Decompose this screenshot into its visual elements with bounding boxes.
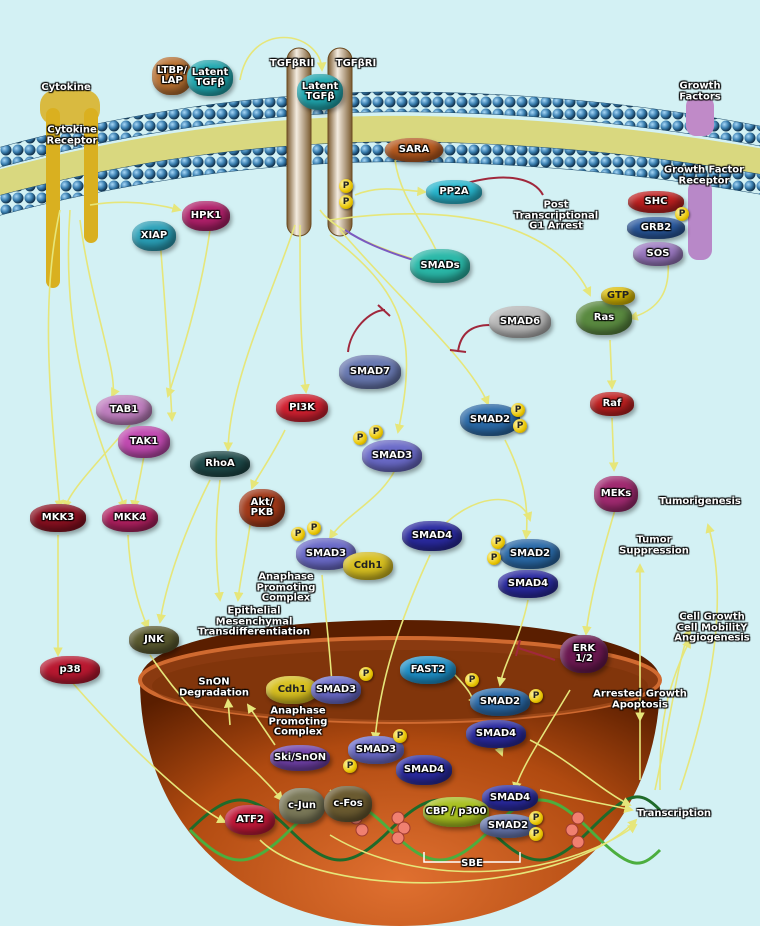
tab1: TAB1 — [96, 395, 152, 425]
smad7: SMAD7 — [339, 355, 401, 389]
growth-factors-label: Growth Factors — [679, 80, 721, 102]
mkk3: MKK3 — [30, 504, 86, 532]
snon-degradation-label: SnON Degradation — [178, 676, 250, 698]
sara: SARA — [385, 138, 443, 162]
tumor-suppression-label: Tumor Suppression — [619, 534, 689, 556]
smad3-cytoplasm: SMAD3 — [362, 440, 422, 472]
phospho-smad2n-b: P — [529, 689, 543, 703]
phospho-smad3-b: P — [369, 425, 383, 439]
grb2: GRB2 — [627, 217, 685, 239]
ski-snon: Ski/SnON — [270, 745, 330, 771]
smad4-nucleus-b: SMAD4 — [396, 755, 452, 785]
akt-pkb: Akt/ PKB — [239, 489, 285, 527]
hpk1: HPK1 — [182, 201, 230, 231]
phospho-smad3n2-a: P — [393, 729, 407, 743]
phospho-smad2-a: P — [511, 403, 525, 417]
smad2-cytoplasm: SMAD2 — [460, 404, 520, 436]
phospho-receptor-2: P — [339, 195, 353, 209]
smad4-dna: SMAD4 — [482, 785, 538, 811]
atf2: ATF2 — [225, 805, 275, 835]
rhoa: RhoA — [190, 451, 250, 477]
growth-factor-receptor-label: Growth Factor Receptor — [663, 164, 745, 186]
phospho-smad3n2-b: P — [343, 759, 357, 773]
smad3-nucleus: SMAD3 — [311, 676, 361, 704]
cdh1-nucleus: Cdh1 — [266, 676, 318, 704]
smads: SMADs — [410, 249, 470, 283]
tak1: TAK1 — [118, 426, 170, 458]
anaphase-promoting-complex-cyt-label: Anaphase Promoting Complex — [256, 571, 316, 604]
phospho-smad2c-b: P — [487, 551, 501, 565]
smad4-complex: SMAD4 — [498, 570, 558, 598]
sbe-bracket — [423, 852, 521, 863]
gtp: GTP — [601, 287, 635, 305]
smad4-nucleus-a: SMAD4 — [466, 720, 526, 748]
cytokine-receptor-shape — [40, 90, 100, 288]
cytokine-receptor-label: Cytokine Receptor — [46, 124, 98, 146]
jnk: JNK — [129, 626, 179, 654]
erk-1-2: ERK 1/2 — [560, 635, 608, 673]
ras: Ras — [576, 301, 632, 335]
phospho-smad2n-a: P — [465, 673, 479, 687]
ltbp-lap: LTBP/ LAP — [152, 57, 192, 95]
cbp-p300: CBP / p300 — [423, 797, 489, 827]
meks: MEKs — [594, 476, 638, 512]
cytokine-label: Cytokine — [41, 81, 91, 93]
arrested-growth-apoptosis-label: Arrested Growth Apoptosis — [593, 688, 687, 710]
shc: SHC — [628, 191, 684, 213]
sos: SOS — [633, 242, 683, 266]
smad2-nucleus: SMAD2 — [470, 688, 530, 716]
latent-tgf-beta-ligand: Latent TGFβ — [187, 60, 233, 96]
xiap: XIAP — [132, 221, 176, 251]
smad4-cytoplasm: SMAD4 — [402, 521, 462, 551]
emt-label: Epithelial Mesenchymal Transdifferentiat… — [198, 605, 310, 638]
sbe-label: SBE — [461, 857, 483, 869]
phospho-shc: P — [675, 207, 689, 221]
growth-mobility-angiogenesis-label: Cell Growth Cell MobilitY Angiogenesis — [674, 611, 750, 644]
mkk4: MKK4 — [102, 504, 158, 532]
latent-tgf-beta-bound: Latent TGFβ — [297, 74, 343, 110]
phospho-smad3n: P — [359, 667, 373, 681]
pi3k: PI3K — [276, 394, 328, 422]
phospho-smad2-b: P — [513, 419, 527, 433]
phospho-smad3c-b: P — [307, 521, 321, 535]
phospho-smad3c-a: P — [291, 527, 305, 541]
c-jun: c-Jun — [279, 788, 325, 824]
growth-factor-receptor-shape — [686, 96, 714, 260]
fast2: FAST2 — [400, 656, 456, 684]
pp2a: PP2A — [426, 180, 482, 204]
raf: Raf — [590, 392, 634, 416]
smad2-complex: SMAD2 — [500, 539, 560, 569]
phospho-smad2dna-b: P — [529, 827, 543, 841]
phospho-receptor-1: P — [339, 179, 353, 193]
phospho-smad2c-a: P — [491, 535, 505, 549]
anaphase-promoting-complex-nuc-label: Anaphase Promoting Complex — [268, 705, 328, 738]
post-transcriptional-arrest-label: Post Transcriptional G1 Arrest — [513, 199, 599, 232]
tgf-ri-label: TGFβRI — [335, 57, 377, 69]
inhibition-arrows — [344, 176, 556, 661]
smad2-dna: SMAD2 — [480, 814, 536, 838]
phospho-smad2dna-a: P — [529, 811, 543, 825]
p38: p38 — [40, 656, 100, 684]
smad6: SMAD6 — [489, 306, 551, 338]
cdh1-cytoplasm: Cdh1 — [343, 552, 393, 580]
transcription-label: Transcription — [636, 807, 712, 819]
tgf-rii-label: TGFβRII — [269, 57, 315, 69]
phospho-smad3-a: P — [353, 431, 367, 445]
c-fos: c-Fos — [324, 786, 372, 822]
tumorigenesis-label: Tumorigenesis — [659, 495, 741, 507]
